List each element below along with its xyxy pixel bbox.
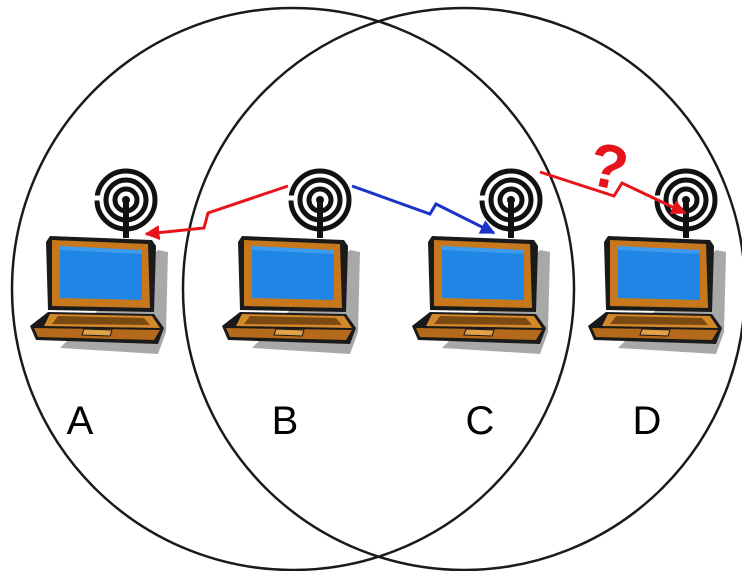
wifi-antenna-icon: [287, 171, 349, 238]
node-label-a: A: [67, 399, 94, 443]
wifi-antenna-icon: [653, 171, 715, 238]
link-c-to-d: [539, 170, 687, 215]
link-b-to-a: [144, 184, 289, 241]
laptop-icon: [29, 235, 169, 355]
link-b-to-c: [351, 184, 496, 235]
wifi-antenna-icon: [478, 171, 540, 238]
laptop-icon: [221, 235, 361, 355]
range-circle-c: [181, 6, 742, 571]
wifi-antenna-icon: [93, 171, 155, 238]
question-mark: ?: [583, 130, 634, 205]
node-label-d: D: [633, 399, 662, 443]
node-label-b: B: [272, 399, 299, 443]
laptop-icon: [587, 235, 727, 355]
laptop-icon: [411, 235, 551, 355]
range-circle-b: [10, 6, 576, 571]
node-label-c: C: [466, 399, 495, 443]
